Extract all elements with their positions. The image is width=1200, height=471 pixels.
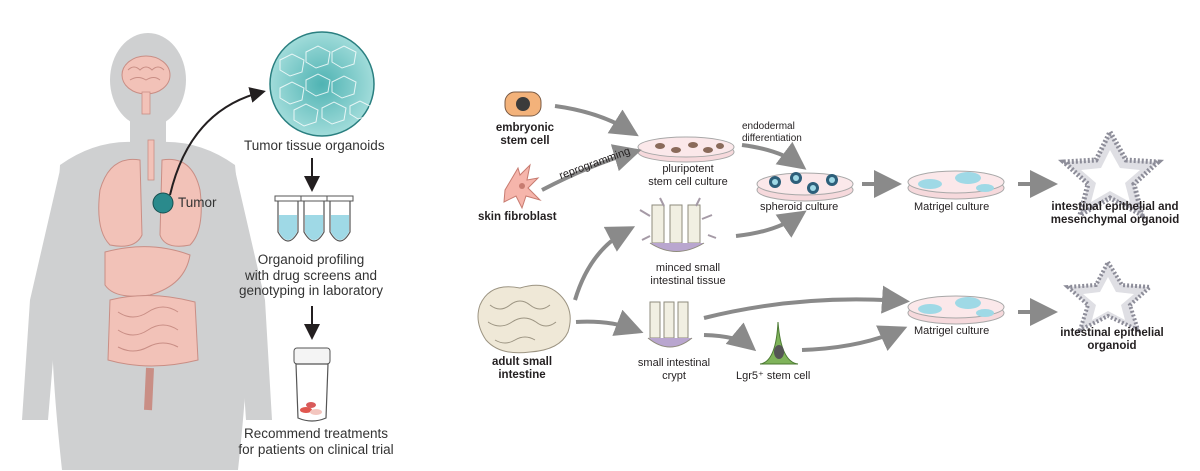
- pluripotent-line-2: stem cell culture: [648, 175, 728, 188]
- crypt-line-2: crypt: [662, 369, 686, 382]
- organoid-top-line-1: intestinal epithelial and: [1051, 201, 1179, 213]
- organoid-bottom-line-1: intestinal epithelial: [1060, 327, 1164, 339]
- organoid-bottom-line-2: organoid: [1087, 340, 1137, 353]
- epithelial-organoid-label: intestinal epithelial organoid: [1052, 327, 1172, 353]
- lgr5-label: Lgr5⁺ stem cell: [736, 370, 811, 382]
- mesenchymal-organoid-label: intestinal epithelial and mesenchymal or…: [1040, 201, 1190, 227]
- endodermal-label: endodermal differentiation: [742, 121, 802, 144]
- tumor-organoid-icon: [269, 31, 375, 137]
- arrow-intestine-to-crypt: [575, 309, 644, 336]
- pluripotent-dish-icon: [637, 136, 735, 163]
- endodermal-line-1: endodermal: [742, 121, 795, 132]
- crypt-label: small intestinal crypt: [622, 357, 726, 382]
- pluripotent-label: pluripotent stem cell culture: [636, 163, 740, 188]
- flow-arrows: [541, 104, 1058, 352]
- tumor-organoids-label: Tumor tissue organoids: [244, 138, 385, 153]
- minced-line-2: intestinal tissue: [650, 274, 726, 287]
- pill-jar-icon: [293, 347, 331, 422]
- lungs-icon: [98, 139, 202, 247]
- adult-line-1: adult small: [491, 356, 553, 368]
- skin-fibroblast-icon: [503, 163, 542, 210]
- embryonic-stem-cell-icon: [504, 91, 542, 117]
- adult-intestine-label: adult small intestine: [480, 356, 564, 382]
- adult-line-2: intestine: [498, 369, 546, 382]
- arrow-embryonic-to-pluripotent: [554, 104, 639, 137]
- arrow-fibroblast-to-pluripotent: [541, 144, 642, 192]
- arrow-crypt-to-lgr5: [703, 322, 757, 352]
- recommend-line-2: for patients on clinical trial: [238, 441, 394, 457]
- matrigel-bottom-label: Matrigel culture: [914, 325, 990, 337]
- recommend-label: Recommend treatments for patients on cli…: [226, 426, 406, 457]
- embryonic-stem-cell-label: embryonic stem cell: [482, 122, 568, 148]
- minced-line-1: minced small: [655, 262, 721, 274]
- spheroid-culture-label: spheroid culture: [760, 201, 839, 213]
- profiling-label: Organoid profiling with drug screens and…: [236, 252, 386, 299]
- matrigel-dish-bottom-icon: [907, 295, 1005, 325]
- minced-tissue-icon: [639, 197, 717, 252]
- brain-icon: [121, 55, 171, 115]
- profiling-line-2: with drug screens and: [244, 267, 378, 283]
- arrow-crypt-to-matrigel: [703, 285, 910, 320]
- intestine-icon: [107, 295, 199, 411]
- pluripotent-line-1: pluripotent: [662, 163, 714, 175]
- liver-icon: [104, 246, 191, 297]
- intestinal-crypt-icon: [647, 301, 693, 348]
- profiling-line-3: genotyping in laboratory: [238, 283, 384, 299]
- arrow-endodermal: [741, 141, 807, 170]
- tumor-icon: [152, 192, 174, 214]
- tumor-label: Tumor: [178, 195, 217, 210]
- test-tubes-icon: [274, 195, 354, 242]
- recommend-line-1: Recommend treatments: [243, 426, 389, 441]
- matrigel-dish-top-icon: [907, 170, 1005, 200]
- endodermal-line-2: differentiation: [742, 132, 802, 144]
- skin-fibroblast-label: skin fibroblast: [478, 211, 557, 223]
- matrigel-top-label: Matrigel culture: [914, 201, 990, 213]
- arrow-intestine-to-minced: [573, 226, 636, 301]
- organoid-top-line-2: mesenchymal organoid: [1050, 214, 1180, 227]
- profiling-line-1: Organoid profiling: [257, 252, 365, 267]
- arrow-minced-to-spheroid: [735, 210, 807, 238]
- spheroid-dish-icon: [756, 172, 854, 202]
- epithelial-organoid-icon: [1063, 257, 1155, 334]
- embryonic-line-1: embryonic: [495, 122, 555, 134]
- arrow-lgr5-to-matrigel: [801, 325, 908, 352]
- minced-tissue-label: minced small intestinal tissue: [636, 262, 740, 287]
- crypt-line-1: small intestinal: [637, 357, 711, 369]
- embryonic-line-2: stem cell: [500, 135, 550, 148]
- adult-intestine-icon: [477, 284, 571, 354]
- arrow-tumor-to-organoid: [169, 87, 266, 196]
- lgr5-stem-cell-icon: [759, 321, 799, 365]
- mesenchymal-organoid-icon: [1057, 126, 1165, 221]
